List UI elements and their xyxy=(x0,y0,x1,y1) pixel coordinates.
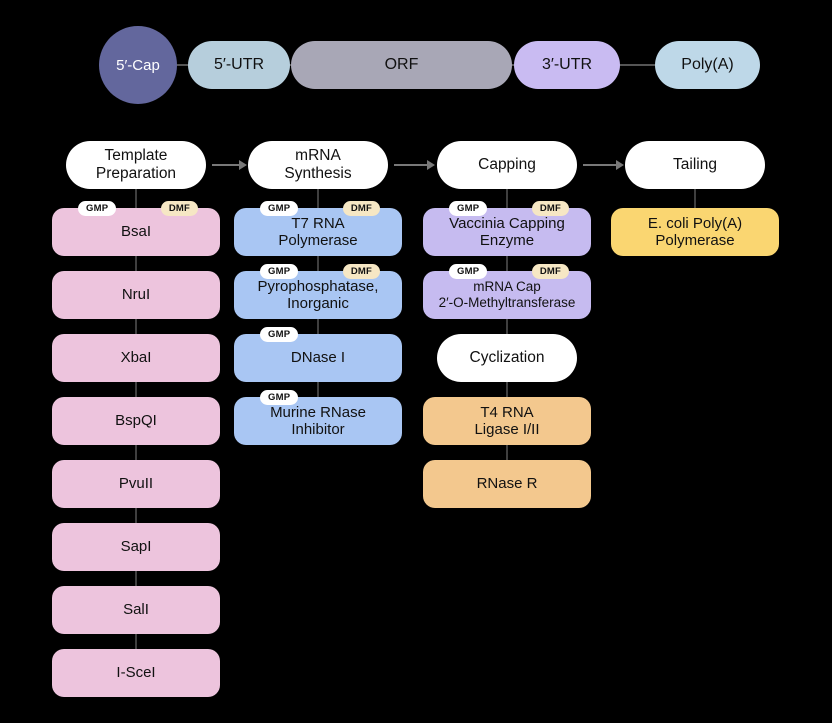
node-rnase-r: RNase R xyxy=(423,460,591,508)
gmp-badge: GMP xyxy=(449,201,488,216)
structure-orf-label: ORF xyxy=(384,56,419,73)
node-label: SalI xyxy=(123,601,149,619)
node-label: Pyrophosphatase, Inorganic xyxy=(257,277,379,312)
node-murine-rnase-inhibitor: GMP Murine RNase Inhibitor xyxy=(234,390,402,445)
node-nrui: NruI xyxy=(52,271,220,319)
node-label: T4 RNA Ligase I/II xyxy=(474,403,540,438)
gmp-badge: GMP xyxy=(260,264,299,279)
node-label: Vaccinia Capping Enzyme xyxy=(449,214,565,249)
structure-orf: ORF xyxy=(291,41,512,89)
gmp-badge: GMP xyxy=(449,264,488,279)
flow-arrow-icon xyxy=(212,160,247,170)
structure-3utr: 3′-UTR xyxy=(514,41,620,89)
column-template-preparation: Template Preparation GMP DMF BsaI NruI X… xyxy=(52,141,220,697)
node-ecoli-polya-polymerase: E. coli Poly(A) Polymerase xyxy=(611,208,779,256)
structure-polya-label: Poly(A) xyxy=(681,56,734,73)
subheader-cyclization: Cyclization xyxy=(437,334,577,382)
gmp-badge: GMP xyxy=(260,327,299,342)
dmf-badge: DMF xyxy=(342,264,380,279)
structure-polya: Poly(A) xyxy=(655,41,760,89)
node-label: XbaI xyxy=(120,349,152,367)
dmf-badge: DMF xyxy=(342,201,380,216)
structure-5utr-label: 5′-UTR xyxy=(213,56,265,73)
structure-3utr-label: 3′-UTR xyxy=(541,56,593,73)
gmp-badge: GMP xyxy=(260,201,299,216)
node-pyrophosphatase-inorganic: GMP DMF Pyrophosphatase, Inorganic xyxy=(234,264,402,319)
column-capping: Capping GMP DMF Vaccinia Capping Enzyme … xyxy=(423,141,591,508)
flow-arrow-icon xyxy=(394,160,435,170)
column-header-tailing: Tailing xyxy=(625,141,765,189)
structure-5cap-label: 5′-Cap xyxy=(116,56,160,74)
column-tailing: Tailing E. coli Poly(A) Polymerase xyxy=(611,141,779,256)
column-header-mrna-synthesis: mRNA Synthesis xyxy=(248,141,388,189)
structure-5cap: 5′-Cap xyxy=(99,26,177,104)
node-label: BsaI xyxy=(120,223,151,241)
node-bsai: GMP DMF BsaI xyxy=(52,201,220,256)
connector-line xyxy=(694,165,696,232)
node-label: SapI xyxy=(120,538,152,556)
node-bspqi: BspQI xyxy=(52,397,220,445)
node-sali: SalI xyxy=(52,586,220,634)
node-sapi: SapI xyxy=(52,523,220,571)
node-label: I-SceI xyxy=(116,664,156,682)
node-pvuii: PvuII xyxy=(52,460,220,508)
structure-5utr: 5′-UTR xyxy=(188,41,290,89)
gmp-badge: GMP xyxy=(260,390,299,405)
node-label: mRNA Cap 2′-O-Methyltransferase xyxy=(438,279,576,310)
gmp-badge: GMP xyxy=(78,201,117,216)
node-label: Murine RNase Inhibitor xyxy=(270,403,366,438)
node-label: BspQI xyxy=(115,412,157,430)
node-label: DNase I xyxy=(290,349,346,367)
dmf-badge: DMF xyxy=(531,264,569,279)
dmf-badge: DMF xyxy=(531,201,569,216)
node-dnase-i: GMP DNase I xyxy=(234,327,402,382)
connector-line xyxy=(506,165,508,484)
flow-arrow-icon xyxy=(583,160,624,170)
dmf-badge: DMF xyxy=(160,201,198,216)
node-label: NruI xyxy=(121,286,151,304)
column-header-template-preparation: Template Preparation xyxy=(66,141,206,189)
column-header-capping: Capping xyxy=(437,141,577,189)
node-label: E. coli Poly(A) Polymerase xyxy=(647,214,743,249)
node-vaccinia-capping-enzyme: GMP DMF Vaccinia Capping Enzyme xyxy=(423,201,591,256)
column-mrna-synthesis: mRNA Synthesis GMP DMF T7 RNA Polymerase… xyxy=(234,141,402,445)
node-iscei: I-SceI xyxy=(52,649,220,697)
node-xbai: XbaI xyxy=(52,334,220,382)
node-mrna-cap-2-o-methyltransferase: GMP DMF mRNA Cap 2′-O-Methyltransferase xyxy=(423,264,591,319)
node-t4-rna-ligase: T4 RNA Ligase I/II xyxy=(423,397,591,445)
node-label: RNase R xyxy=(476,475,538,493)
node-label: PvuII xyxy=(118,475,154,493)
node-label: T7 RNA Polymerase xyxy=(278,214,358,249)
node-t7-rna-polymerase: GMP DMF T7 RNA Polymerase xyxy=(234,201,402,256)
